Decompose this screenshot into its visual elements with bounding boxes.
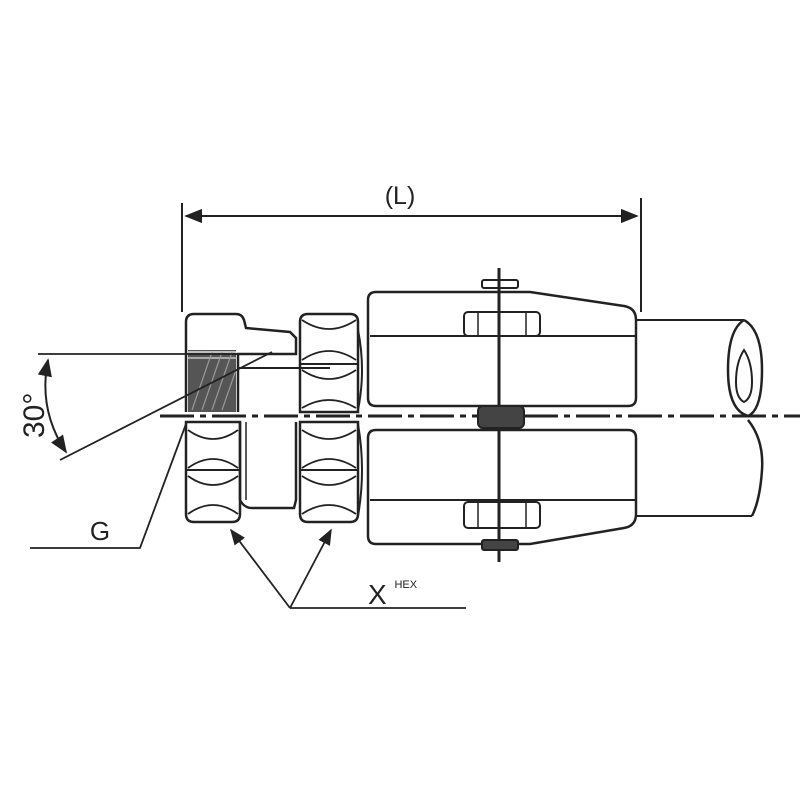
ferrule-lower <box>366 428 638 546</box>
thread-hatch <box>188 350 237 412</box>
length-dimension: (L) <box>181 182 642 312</box>
hex-label-sup: HEX <box>394 579 417 591</box>
thread-label: G <box>90 516 110 546</box>
ferrule-upper <box>366 290 638 408</box>
hex-label-main: X <box>368 579 387 610</box>
angle-label: 30° <box>18 393 51 438</box>
body-hex <box>298 312 363 524</box>
swivel-nut-hex <box>184 420 242 524</box>
angle-annotation: 30° <box>18 351 284 461</box>
length-label: (L) <box>385 182 416 210</box>
hose <box>636 318 764 517</box>
swivel-nut-section <box>184 312 330 412</box>
thread-leader: G <box>30 423 187 549</box>
hex-label: X HEX <box>368 579 418 610</box>
hex-leader: X HEX <box>230 528 466 610</box>
nipple-neck <box>238 422 298 510</box>
section-marks <box>477 268 525 562</box>
